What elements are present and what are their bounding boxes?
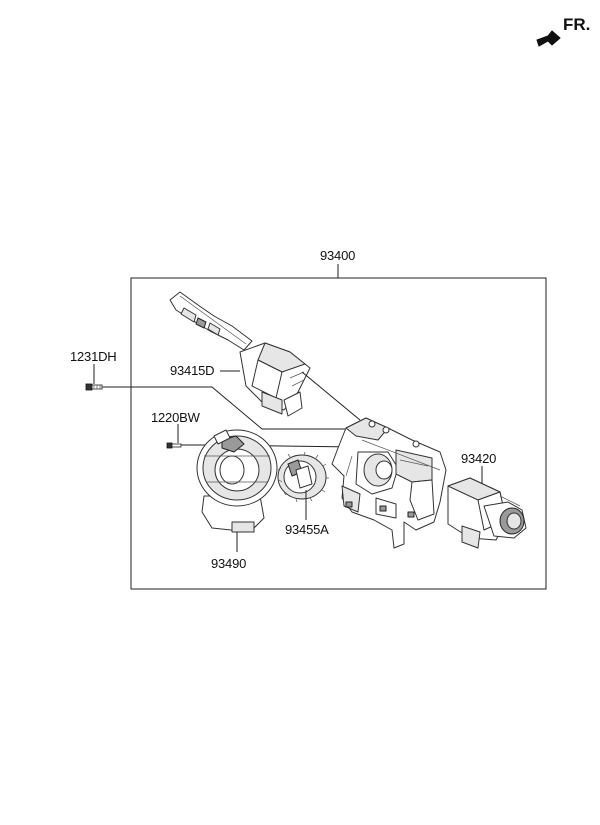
sensor-ring (277, 451, 329, 503)
arrow-icon (536, 30, 561, 47)
leader-1231dh-to-assembly (102, 386, 345, 430)
direction-label: FR. (563, 15, 591, 34)
part-label-1220bw: 1220BW (151, 410, 200, 425)
leader-93415d-b (301, 371, 361, 421)
clock-spring (196, 429, 278, 533)
part-label-93415d: 93415D (170, 363, 215, 378)
screw-1231dh (85, 383, 103, 391)
part-label-93490: 93490 (211, 556, 247, 571)
part-label-93400: 93400 (320, 248, 356, 263)
multifunction-switch-left (169, 291, 311, 417)
part-label-93420: 93420 (461, 451, 497, 466)
assembly-box (130, 277, 547, 590)
part-label-93455a: 93455A (285, 522, 329, 537)
screw-1220bw (166, 442, 182, 449)
part-label-1231dh: 1231DH (70, 349, 117, 364)
column-housing (331, 417, 447, 549)
multifunction-switch-right (447, 477, 527, 549)
